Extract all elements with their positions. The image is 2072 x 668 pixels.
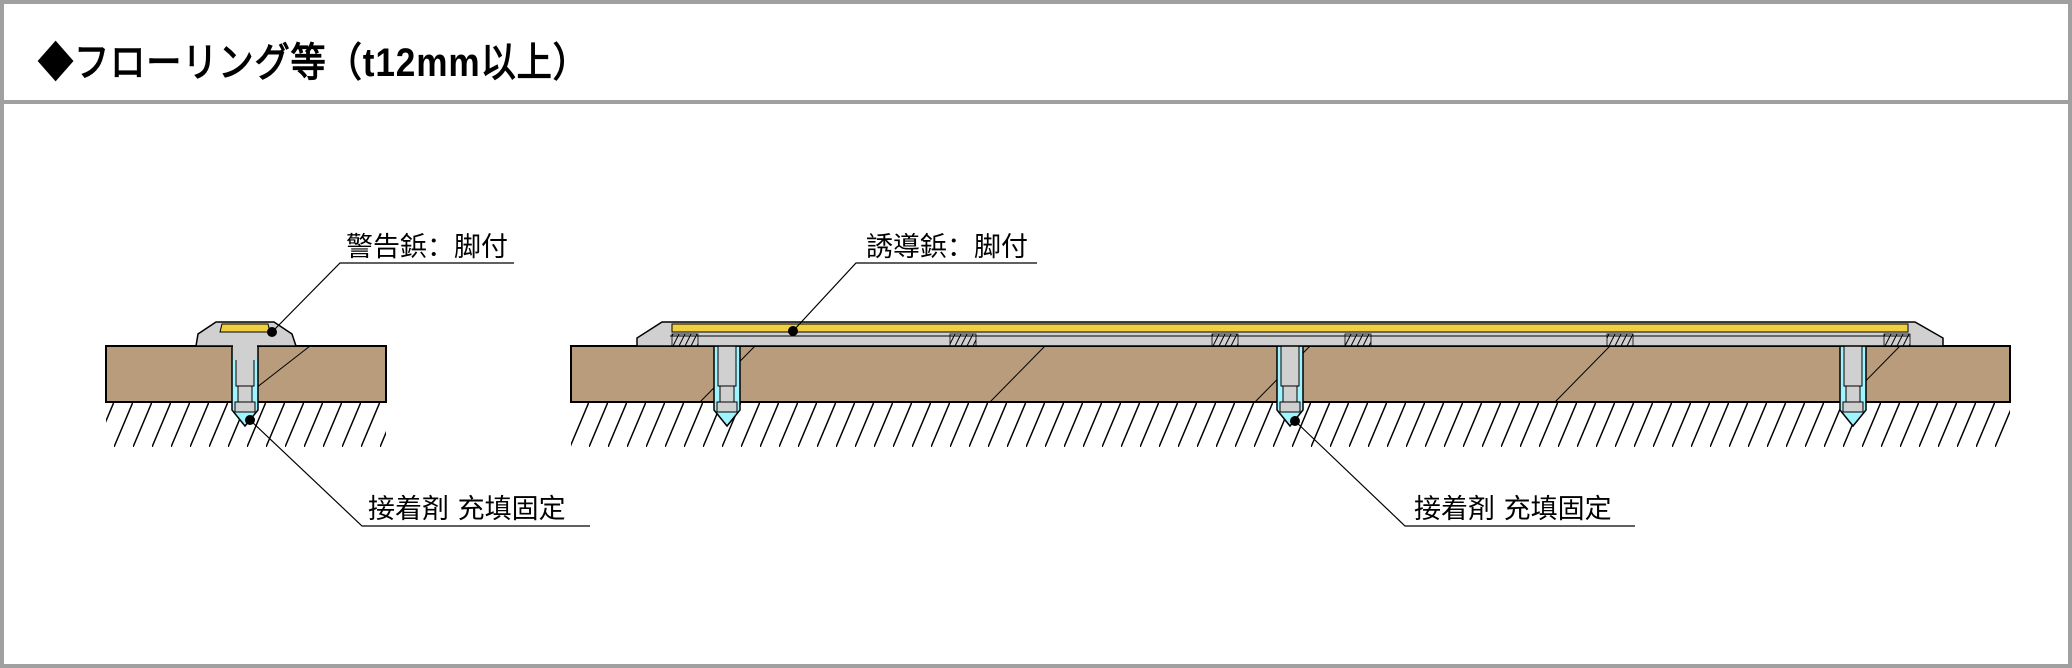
tactile-surface [671,323,1909,333]
tactile-surface [219,323,271,333]
leader-line [249,419,590,527]
warning-stud-label: 警告鋲：脚付 [346,232,508,263]
stud-leg [1276,345,1304,427]
adhesive-label-left: 接着剤 充填固定 [368,494,566,525]
leader-line [792,262,1037,332]
title-bar: ◆フローリング等（t12mm以上） [4,4,2068,104]
warning-stud-section: 警告鋲：脚付 接着剤 充填固定 [105,232,590,527]
page-title: ◆フローリング等（t12mm以上） [38,41,589,85]
stud-leg [713,345,741,427]
adhesive-label-right: 接着剤 充填固定 [1414,494,1612,525]
leader-line [1294,420,1635,527]
stud-leg [1839,345,1867,427]
spacer-blocks [671,333,1911,347]
leader-line [271,262,514,333]
guide-stud-label: 誘導鋲：脚付 [866,232,1028,263]
guide-stud-section: 誘導鋲：脚付 接着剤 充填固定 [570,232,2011,527]
